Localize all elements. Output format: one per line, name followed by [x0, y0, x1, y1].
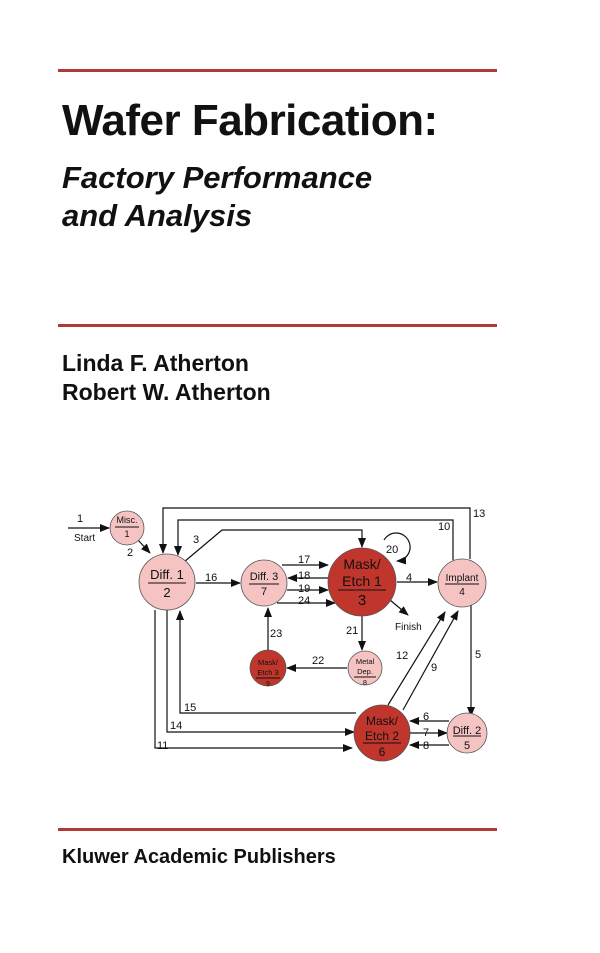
edge-15: [176, 610, 356, 714]
node-id: 9: [266, 681, 270, 688]
node-implant: [437, 558, 487, 608]
middle-rule: [58, 324, 497, 327]
node-label: Implant: [446, 573, 479, 584]
edge-label: 13: [473, 508, 485, 520]
node-label: Mask/: [343, 556, 380, 572]
node-label: Diff. 2: [453, 725, 482, 737]
subtitle-line-2: and Analysis: [62, 198, 253, 233]
node-label: Mask/: [258, 658, 279, 667]
node-label: Mask/: [366, 714, 399, 728]
node-diff3: [240, 559, 288, 607]
edge-13: [159, 507, 471, 559]
node-id: 4: [459, 587, 465, 598]
edge-label: 24: [298, 595, 310, 607]
edge-9: [402, 610, 459, 711]
edge-label: 2: [127, 547, 133, 559]
edge-12: [387, 611, 446, 706]
edge-label: 1: [77, 513, 83, 525]
node-id: 1: [124, 529, 129, 539]
author-2: Robert W. Atherton: [62, 379, 271, 405]
edge-3: [183, 529, 366, 563]
edge-label: 23: [270, 628, 282, 640]
edge-label: 8: [423, 740, 429, 752]
node-mask-etch1: [327, 547, 397, 617]
edge-14: [166, 610, 355, 736]
finish-label: Finish: [395, 622, 422, 633]
node-label: Dep.: [357, 667, 373, 676]
edge-label: 9: [431, 662, 437, 674]
node-label: Etch 3: [257, 668, 278, 677]
node-mask-etch3: [249, 649, 287, 687]
node-dividers: [115, 526, 481, 744]
edge-label: 21: [346, 625, 358, 637]
edge-label: 5: [475, 649, 481, 661]
node-diff1: [138, 553, 196, 611]
book-title: Wafer Fabrication:: [62, 96, 438, 145]
node-id: 7: [261, 586, 267, 598]
edge-label: 3: [193, 534, 199, 546]
edge-label: 15: [184, 702, 196, 714]
node-id: 3: [358, 592, 366, 609]
nodes: [109, 510, 488, 762]
node-metal-dep: [347, 650, 383, 686]
top-rule: [58, 69, 497, 72]
node-id: 5: [464, 740, 470, 752]
edge-label: 10: [438, 521, 450, 533]
node-label: Etch 1: [342, 573, 382, 589]
start-label: Start: [74, 533, 95, 544]
node-mask-etch2: [353, 704, 411, 762]
node-label: Metal: [356, 657, 375, 666]
edge-finish: [389, 599, 409, 616]
edge-label: 14: [170, 720, 182, 732]
node-label: Misc.: [117, 515, 138, 525]
node-id: 6: [379, 745, 386, 759]
node-id: 8: [363, 680, 367, 687]
edge-10: [174, 519, 454, 560]
edge-label: 16: [205, 572, 217, 584]
edge-label: 22: [312, 655, 324, 667]
node-misc: [109, 510, 145, 546]
edge-label: 20: [386, 544, 398, 556]
node-label: Diff. 3: [250, 571, 279, 583]
edge-label: 4: [406, 572, 412, 584]
node-id: 2: [163, 585, 170, 600]
edge-label: 6: [423, 711, 429, 723]
node-diff2: [446, 712, 488, 754]
publisher: Kluwer Academic Publishers: [62, 846, 336, 868]
bottom-rule: [58, 828, 497, 831]
edge-20: [383, 532, 411, 565]
edge-label: 18: [298, 570, 310, 582]
node-labels: Misc. 1 Diff. 1 2 Diff. 3 7 Mask/ Etch 1…: [117, 515, 482, 759]
edge-label: 17: [298, 554, 310, 566]
edges: [68, 507, 475, 752]
subtitle-line-1: Factory Performance: [62, 160, 373, 195]
edge-label: 12: [396, 650, 408, 662]
edge-11: [154, 610, 353, 752]
edge-label: 19: [298, 583, 310, 595]
node-label: Diff. 1: [150, 567, 184, 582]
author-1: Linda F. Atherton: [62, 350, 249, 376]
edge-labels: 1 Start 2 3 4 5 6 7 8 9 10 11 12 13 14 1…: [74, 508, 485, 752]
edge-2: [137, 539, 151, 554]
edge-label: 7: [423, 727, 429, 739]
node-label: Etch 2: [365, 729, 399, 743]
edge-label: 11: [157, 740, 168, 752]
